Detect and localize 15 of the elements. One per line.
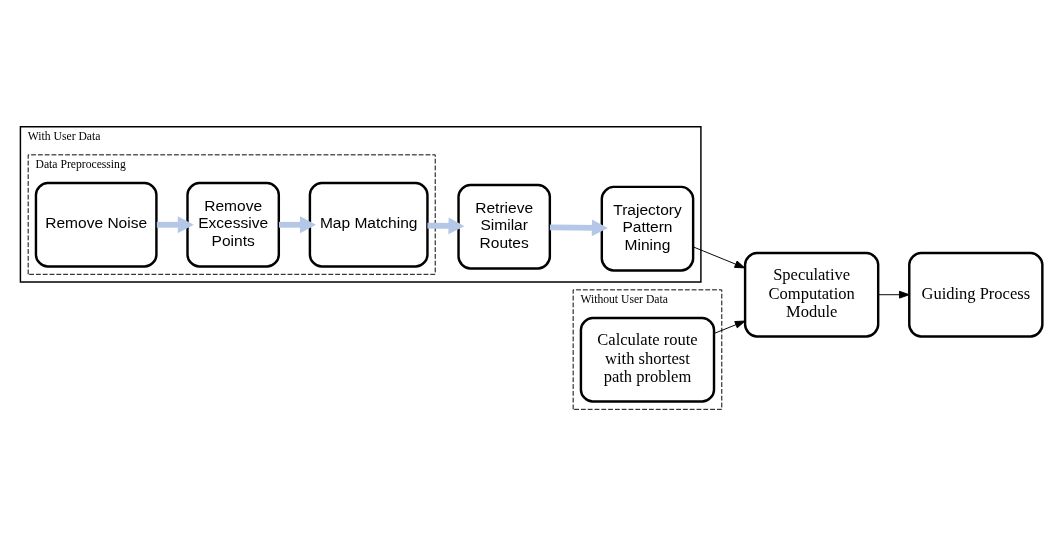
arrow <box>156 215 194 233</box>
node-box: Remove Excessive Points <box>186 181 281 268</box>
node-box: Map Matching <box>308 181 429 268</box>
arrow <box>279 215 316 233</box>
node-box: Trajectory Pattern Mining <box>600 185 695 272</box>
arrow <box>713 320 746 334</box>
node-box: Remove Noise <box>34 181 158 268</box>
arrow <box>692 245 746 268</box>
node-box: Speculative Computation Module <box>743 251 880 338</box>
arrow <box>549 219 608 236</box>
node-box: Calculate route with shortest path problem <box>579 316 716 403</box>
arrow <box>878 290 910 299</box>
node-box: Retrieve Similar Routes <box>457 183 552 270</box>
arrow <box>427 217 465 234</box>
node-box: Guiding Process <box>908 251 1044 338</box>
